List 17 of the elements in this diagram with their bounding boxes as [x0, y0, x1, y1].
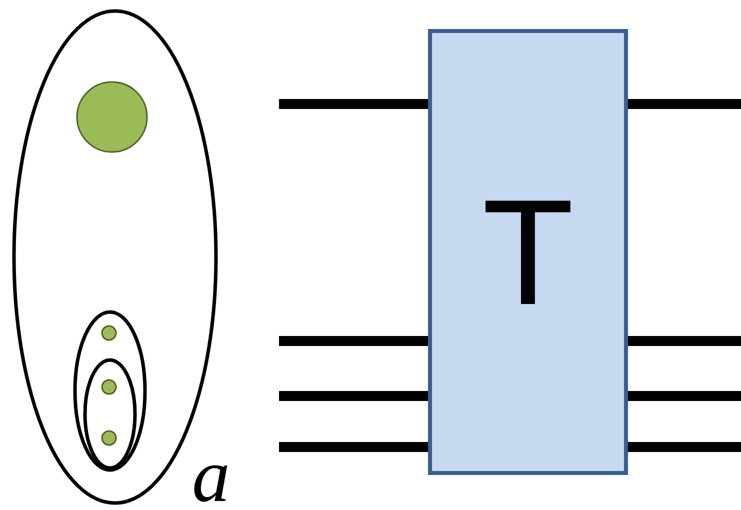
dot	[101, 430, 117, 446]
wire-line	[279, 391, 428, 401]
wire-line	[628, 336, 741, 346]
tensor-box	[428, 29, 628, 475]
dot	[76, 81, 148, 153]
wire-line	[628, 391, 741, 401]
dot	[101, 325, 117, 341]
wire-line	[279, 442, 428, 452]
dot	[101, 379, 117, 395]
ellipse-outline	[73, 310, 147, 472]
wire-line	[279, 336, 428, 346]
wire-line	[628, 442, 741, 452]
index-label: a	[192, 438, 230, 510]
ellipse-outline	[83, 358, 137, 470]
box-label: T	[482, 177, 574, 327]
wire-line	[279, 99, 428, 109]
wire-line	[628, 99, 741, 109]
